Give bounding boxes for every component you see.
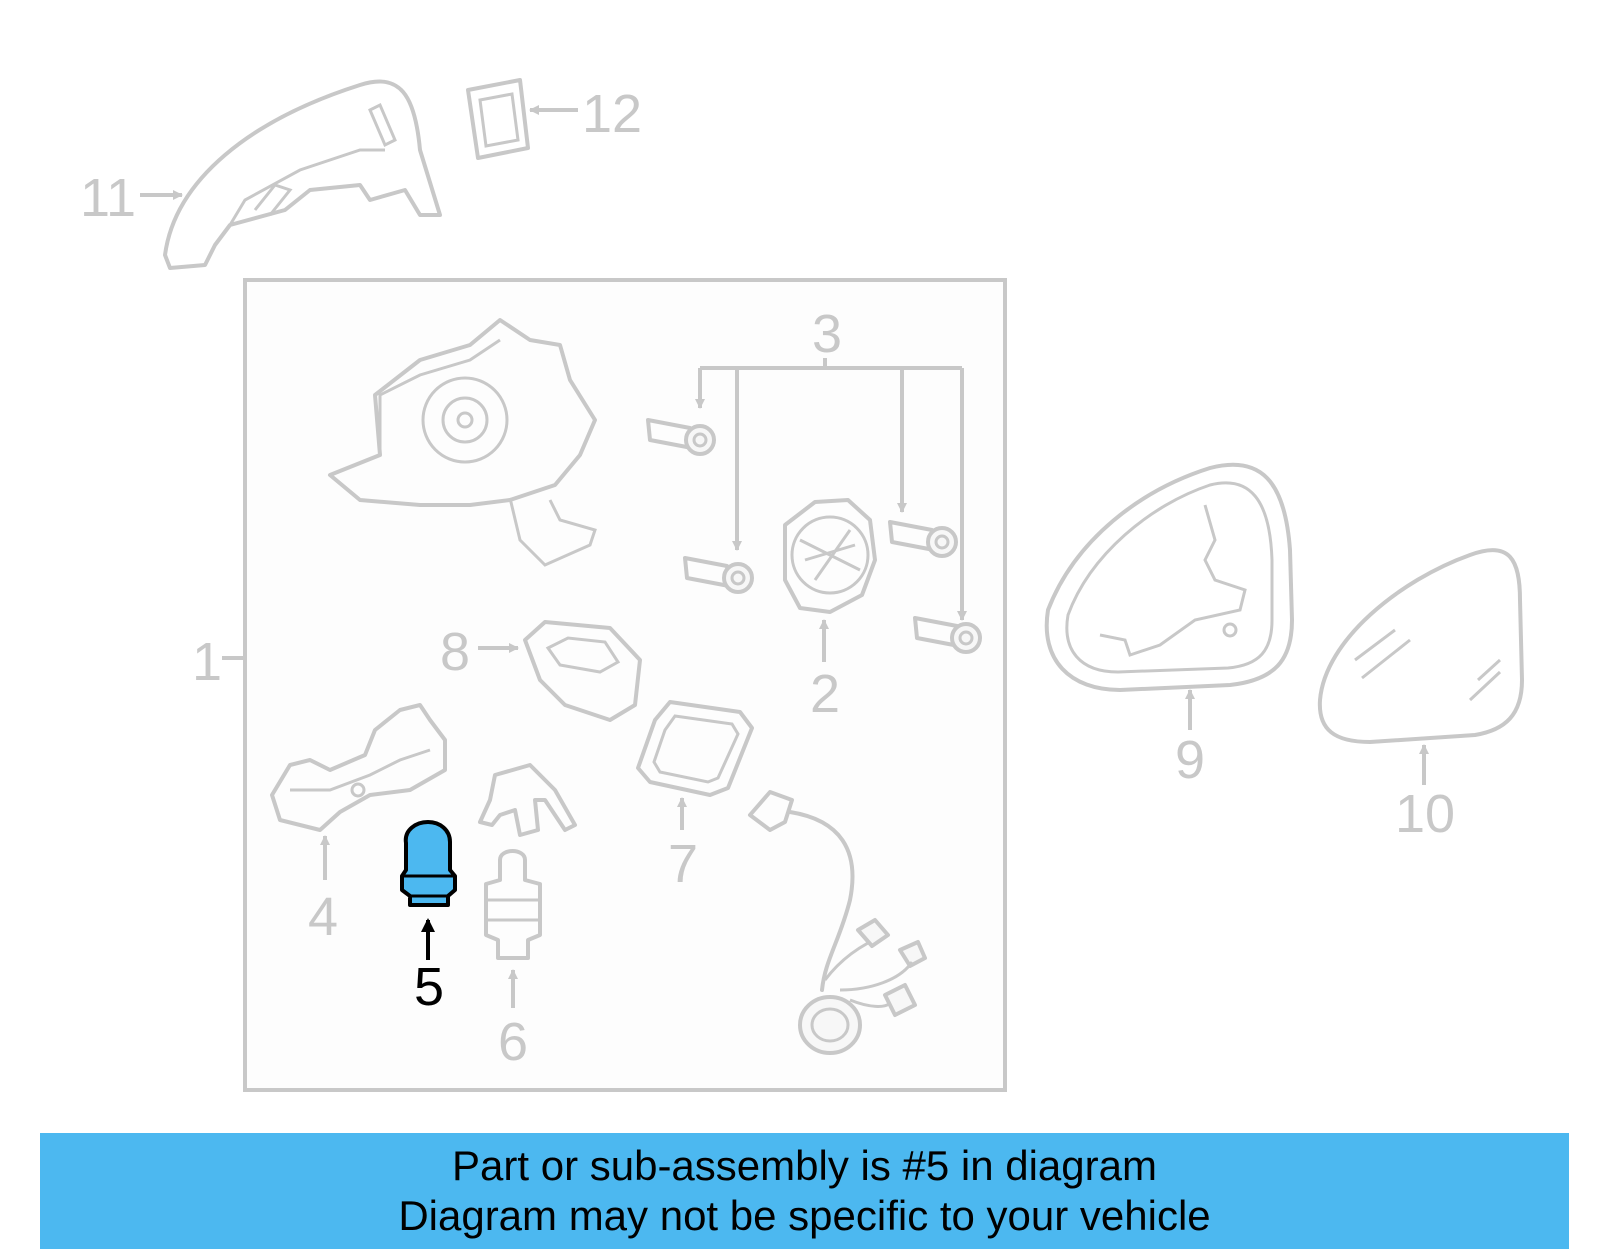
part-3-screw-a — [646, 418, 716, 456]
part-10-mirror-glass — [1317, 548, 1524, 744]
part-5-body — [400, 820, 457, 907]
part-11-mirror-cover — [163, 79, 442, 270]
part-3-screw-b — [683, 556, 754, 594]
callout-10: 10 — [1395, 784, 1455, 844]
banner-line-1: Part or sub-assembly is #5 in diagram — [452, 1142, 1157, 1189]
part-2-actuator — [783, 498, 877, 614]
callout-1: 1 — [192, 632, 222, 692]
callout-4: 4 — [308, 887, 338, 947]
part-7-gasket — [636, 700, 754, 797]
callout-8: 8 — [440, 622, 470, 682]
banner-line-2: Diagram may not be specific to your vehi… — [398, 1192, 1211, 1239]
clip-bracket — [478, 763, 577, 837]
part-12-pad — [466, 78, 530, 160]
part-6-socket — [484, 849, 542, 960]
callout-12: 12 — [582, 84, 642, 144]
callout-5: 5 — [414, 957, 444, 1017]
mirror-base-housing — [328, 318, 597, 567]
part-5-highlighted — [400, 820, 457, 907]
part-8-cover — [523, 620, 642, 722]
part-9-mirror-holder — [1044, 462, 1294, 692]
wire-harness — [748, 790, 927, 1055]
callout-3: 3 — [812, 304, 842, 364]
callout-6: 6 — [498, 1012, 528, 1072]
callout-7: 7 — [668, 834, 698, 894]
assembly-box — [243, 278, 1007, 1092]
callout-2: 2 — [810, 664, 840, 724]
part-3-leaders — [695, 358, 967, 621]
part-3-screw-d — [913, 616, 982, 654]
callout-9: 9 — [1175, 730, 1205, 790]
part-4-bracket — [270, 703, 447, 832]
info-banner: Part or sub-assembly is #5 in diagram Di… — [40, 1133, 1569, 1249]
callout-11: 11 — [80, 168, 136, 228]
part-3-screw-c — [888, 520, 958, 558]
